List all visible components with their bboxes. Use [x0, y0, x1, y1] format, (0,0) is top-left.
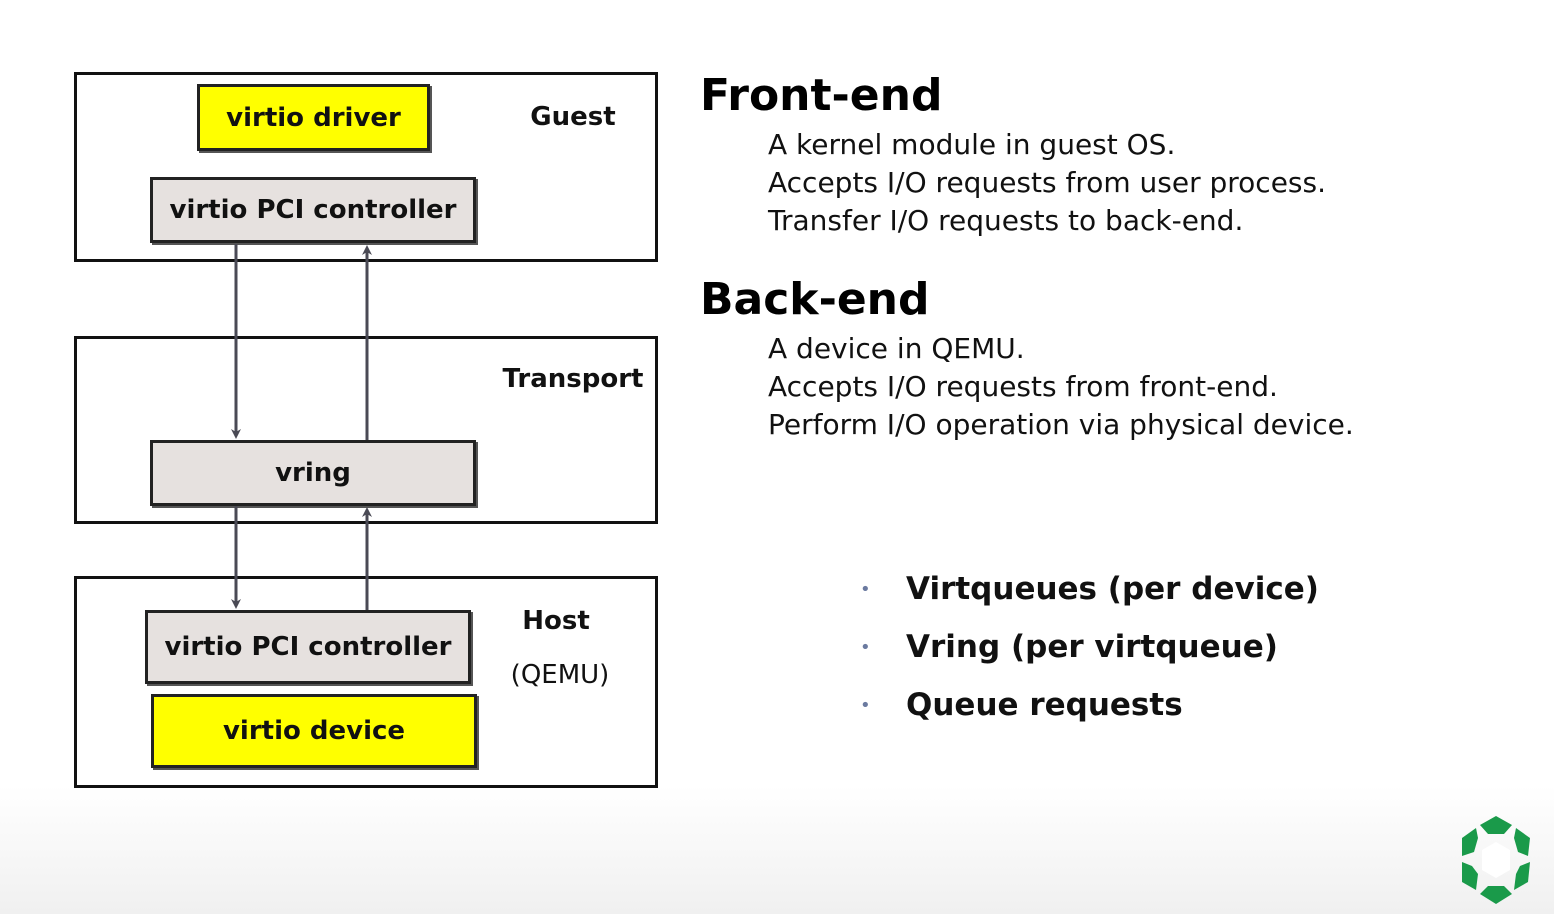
backend-heading: Back-end: [700, 274, 930, 325]
vring-label: vring: [275, 458, 351, 488]
bullet-dot-icon: •: [860, 694, 871, 716]
backend-description: A device in QEMU. Accepts I/O requests f…: [768, 330, 1354, 444]
frontend-description: A kernel module in guest OS. Accepts I/O…: [768, 126, 1326, 240]
connector-arrows: [231, 244, 372, 610]
backend-line: A device in QEMU.: [768, 332, 1025, 365]
bullet-text: Queue requests: [906, 687, 1183, 723]
virtio-driver-label: virtio driver: [226, 102, 401, 133]
host-label: Host: [522, 606, 590, 636]
frontend-line: Accepts I/O requests from user process.: [768, 166, 1327, 199]
virtio-driver-box: virtio driver: [197, 84, 430, 151]
frontend-heading: Front-end: [700, 70, 943, 121]
frontend-line: A kernel module in guest OS.: [768, 128, 1176, 161]
bullet-list: • Virtqueues (per device) • Vring (per v…: [860, 560, 1319, 734]
virtio-device-box: virtio device: [151, 694, 477, 768]
bullet-text: Vring (per virtqueue): [906, 629, 1278, 665]
bullet-item: • Vring (per virtqueue): [860, 618, 1319, 676]
bullet-item: • Virtqueues (per device): [860, 560, 1319, 618]
green-hexagon-logo-icon: [1462, 816, 1530, 904]
backend-line: Perform I/O operation via physical devic…: [768, 408, 1354, 441]
bullet-dot-icon: •: [860, 578, 871, 600]
frontend-line: Transfer I/O requests to back-end.: [768, 204, 1244, 237]
host-pci-controller-label: virtio PCI controller: [164, 632, 452, 662]
bullet-dot-icon: •: [860, 636, 871, 658]
vring-box: vring: [150, 440, 476, 506]
guest-pci-controller-label: virtio PCI controller: [169, 195, 457, 225]
bullet-text: Virtqueues (per device): [906, 571, 1319, 607]
backend-line: Accepts I/O requests from front-end.: [768, 370, 1278, 403]
guest-pci-controller-box: virtio PCI controller: [150, 177, 476, 243]
transport-label: Transport: [502, 364, 644, 394]
guest-label: Guest: [530, 102, 616, 132]
virtio-device-label: virtio device: [222, 716, 406, 746]
qemu-label: (QEMU): [510, 660, 610, 690]
host-pci-controller-box: virtio PCI controller: [145, 610, 471, 684]
bullet-item: • Queue requests: [860, 676, 1319, 734]
